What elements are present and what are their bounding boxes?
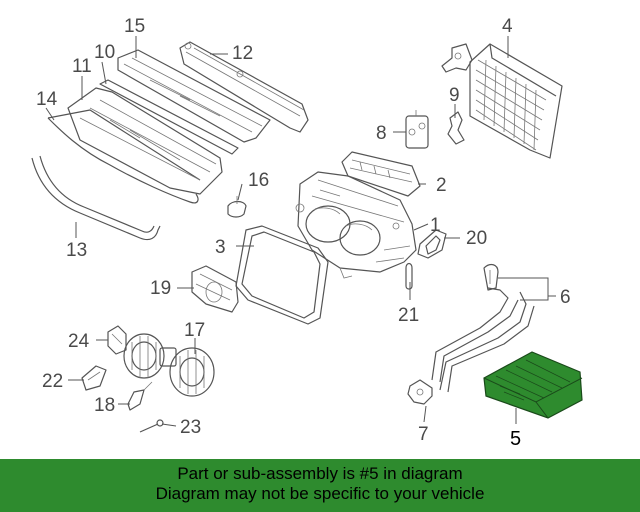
callout-6[interactable]: 6 [560,287,571,308]
callout-24[interactable]: 24 [68,331,90,352]
callout-4[interactable]: 4 [502,16,513,37]
callout-9[interactable]: 9 [449,85,460,106]
part-23-screw [139,419,164,433]
part-24-bracket [107,325,127,355]
part-3-gasket [235,225,329,325]
callout-11[interactable]: 11 [72,56,92,77]
part-1-hvac-housing [295,171,417,279]
part-6-refrigerant-lines [431,263,535,393]
callout-21[interactable]: 21 [398,305,419,326]
part-12-bracket [179,41,309,133]
part-8-expansion-valve [405,110,429,149]
leader-lines [45,36,556,427]
callout-10[interactable]: 10 [94,42,115,63]
part-13-seal-strip [31,155,161,241]
callout-5[interactable]: 5 [510,428,521,450]
callout-22[interactable]: 22 [42,371,63,392]
part-16-clip [227,196,247,218]
callout-14[interactable]: 14 [36,89,58,110]
callout-19[interactable]: 19 [150,278,171,299]
part-18-bracket [127,381,153,411]
notice-line-1: Part or sub-assembly is #5 in diagram [177,464,463,483]
part-14-cowl-seal [47,109,201,204]
part-15-cowl-panel [117,49,271,143]
callout-1[interactable]: 1 [430,215,441,236]
parts-diagram: 1 2 3 4 5 6 7 8 9 10 11 12 13 14 15 16 1… [31,16,583,450]
diagram-notice-banner: Part or sub-assembly is #5 in diagram Di… [0,459,640,512]
part-21-drain [405,262,413,290]
callout-20[interactable]: 20 [466,228,487,249]
part-5-highlighted-module[interactable] [483,351,583,419]
callout-7[interactable]: 7 [418,424,429,445]
part-2-vent-duct [341,151,421,197]
part-20-grommet [417,229,447,259]
callout-labels: 1 2 3 4 5 6 7 8 9 10 11 12 13 14 15 16 1… [36,16,571,450]
part-10-strip [99,79,239,155]
notice-line-2: Diagram may not be specific to your vehi… [155,484,485,503]
part-4-evaporator-core [441,43,563,159]
part-11-cowl-cover [67,87,223,195]
callout-16[interactable]: 16 [248,170,269,191]
part-7-fitting [407,379,433,405]
part-22-resistor [81,365,107,391]
callout-23[interactable]: 23 [180,417,201,438]
callout-15[interactable]: 15 [124,16,145,37]
callout-18[interactable]: 18 [94,395,115,416]
part-19-flap-housing [191,265,239,313]
callout-13[interactable]: 13 [66,240,87,261]
callout-3[interactable]: 3 [215,237,226,258]
callout-2[interactable]: 2 [436,175,447,196]
part-9-clip [447,111,465,145]
part-17-blower-motor [123,333,215,397]
callout-17[interactable]: 17 [184,320,205,341]
callout-8[interactable]: 8 [376,123,387,144]
callout-12[interactable]: 12 [232,43,253,64]
